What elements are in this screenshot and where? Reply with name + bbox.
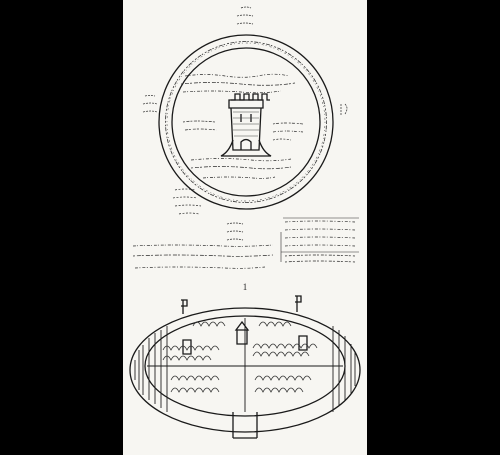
outer-ring bbox=[158, 34, 334, 210]
flag-right bbox=[295, 295, 302, 312]
walled-enclosure-drawing bbox=[129, 295, 361, 439]
text-block-notes bbox=[132, 217, 359, 269]
circular-plan-diagram bbox=[158, 34, 334, 210]
palisade-stakes bbox=[134, 326, 356, 412]
central-building bbox=[234, 320, 250, 345]
corner-tower-right bbox=[298, 335, 308, 351]
trees bbox=[162, 321, 318, 393]
corner-tower-left bbox=[182, 339, 192, 355]
ring-inscription bbox=[165, 41, 327, 203]
tower-hatching bbox=[233, 111, 259, 137]
manuscript-illustration bbox=[129, 6, 361, 439]
outer-palisade bbox=[129, 307, 361, 433]
figure-number: 1 bbox=[242, 282, 248, 292]
inner-inscriptions bbox=[180, 73, 304, 179]
gate bbox=[232, 412, 258, 439]
manuscript-page: 1 bbox=[123, 0, 367, 455]
inner-ring bbox=[171, 47, 321, 197]
marginal-notes bbox=[142, 6, 348, 215]
tower-drawing bbox=[220, 93, 272, 157]
flag-left bbox=[181, 299, 188, 314]
